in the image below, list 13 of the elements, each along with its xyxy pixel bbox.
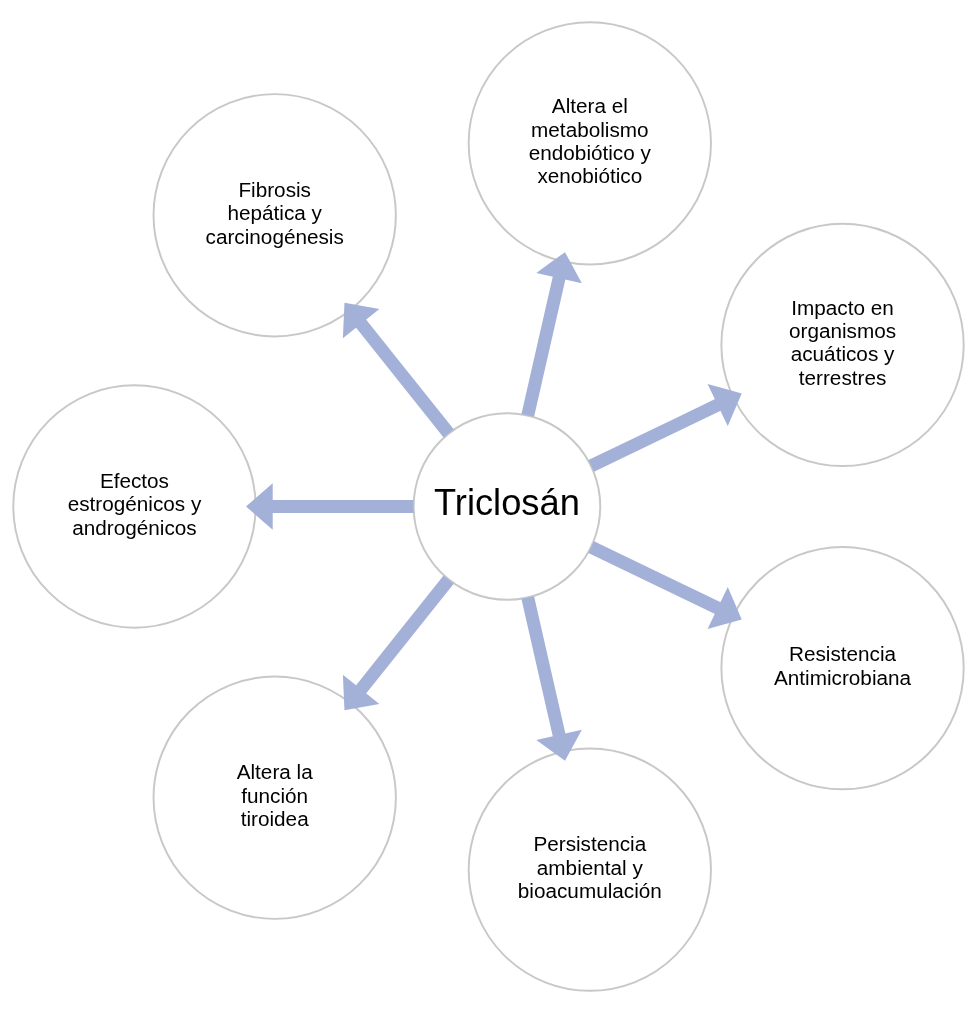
arrow [588,540,742,629]
node-circle: Impacto en organismos acuáticos y terrestres [720,222,965,467]
arrow [342,575,454,710]
node-circle: Efectos estrogénicos y androgénicos [12,383,257,629]
arrow [246,482,414,530]
arrow [521,251,582,417]
node-circle: Persistencia ambiental y bioacumulación [467,747,712,992]
node-circle: Triclosán [412,411,602,601]
arrow [521,595,582,761]
node-circle: Altera el metabolismo endobiótico y xenobiótico [467,20,712,265]
arrow [588,383,742,472]
node-circle: Resistencia Antimicrobiana [720,545,965,790]
arrow [342,302,454,437]
